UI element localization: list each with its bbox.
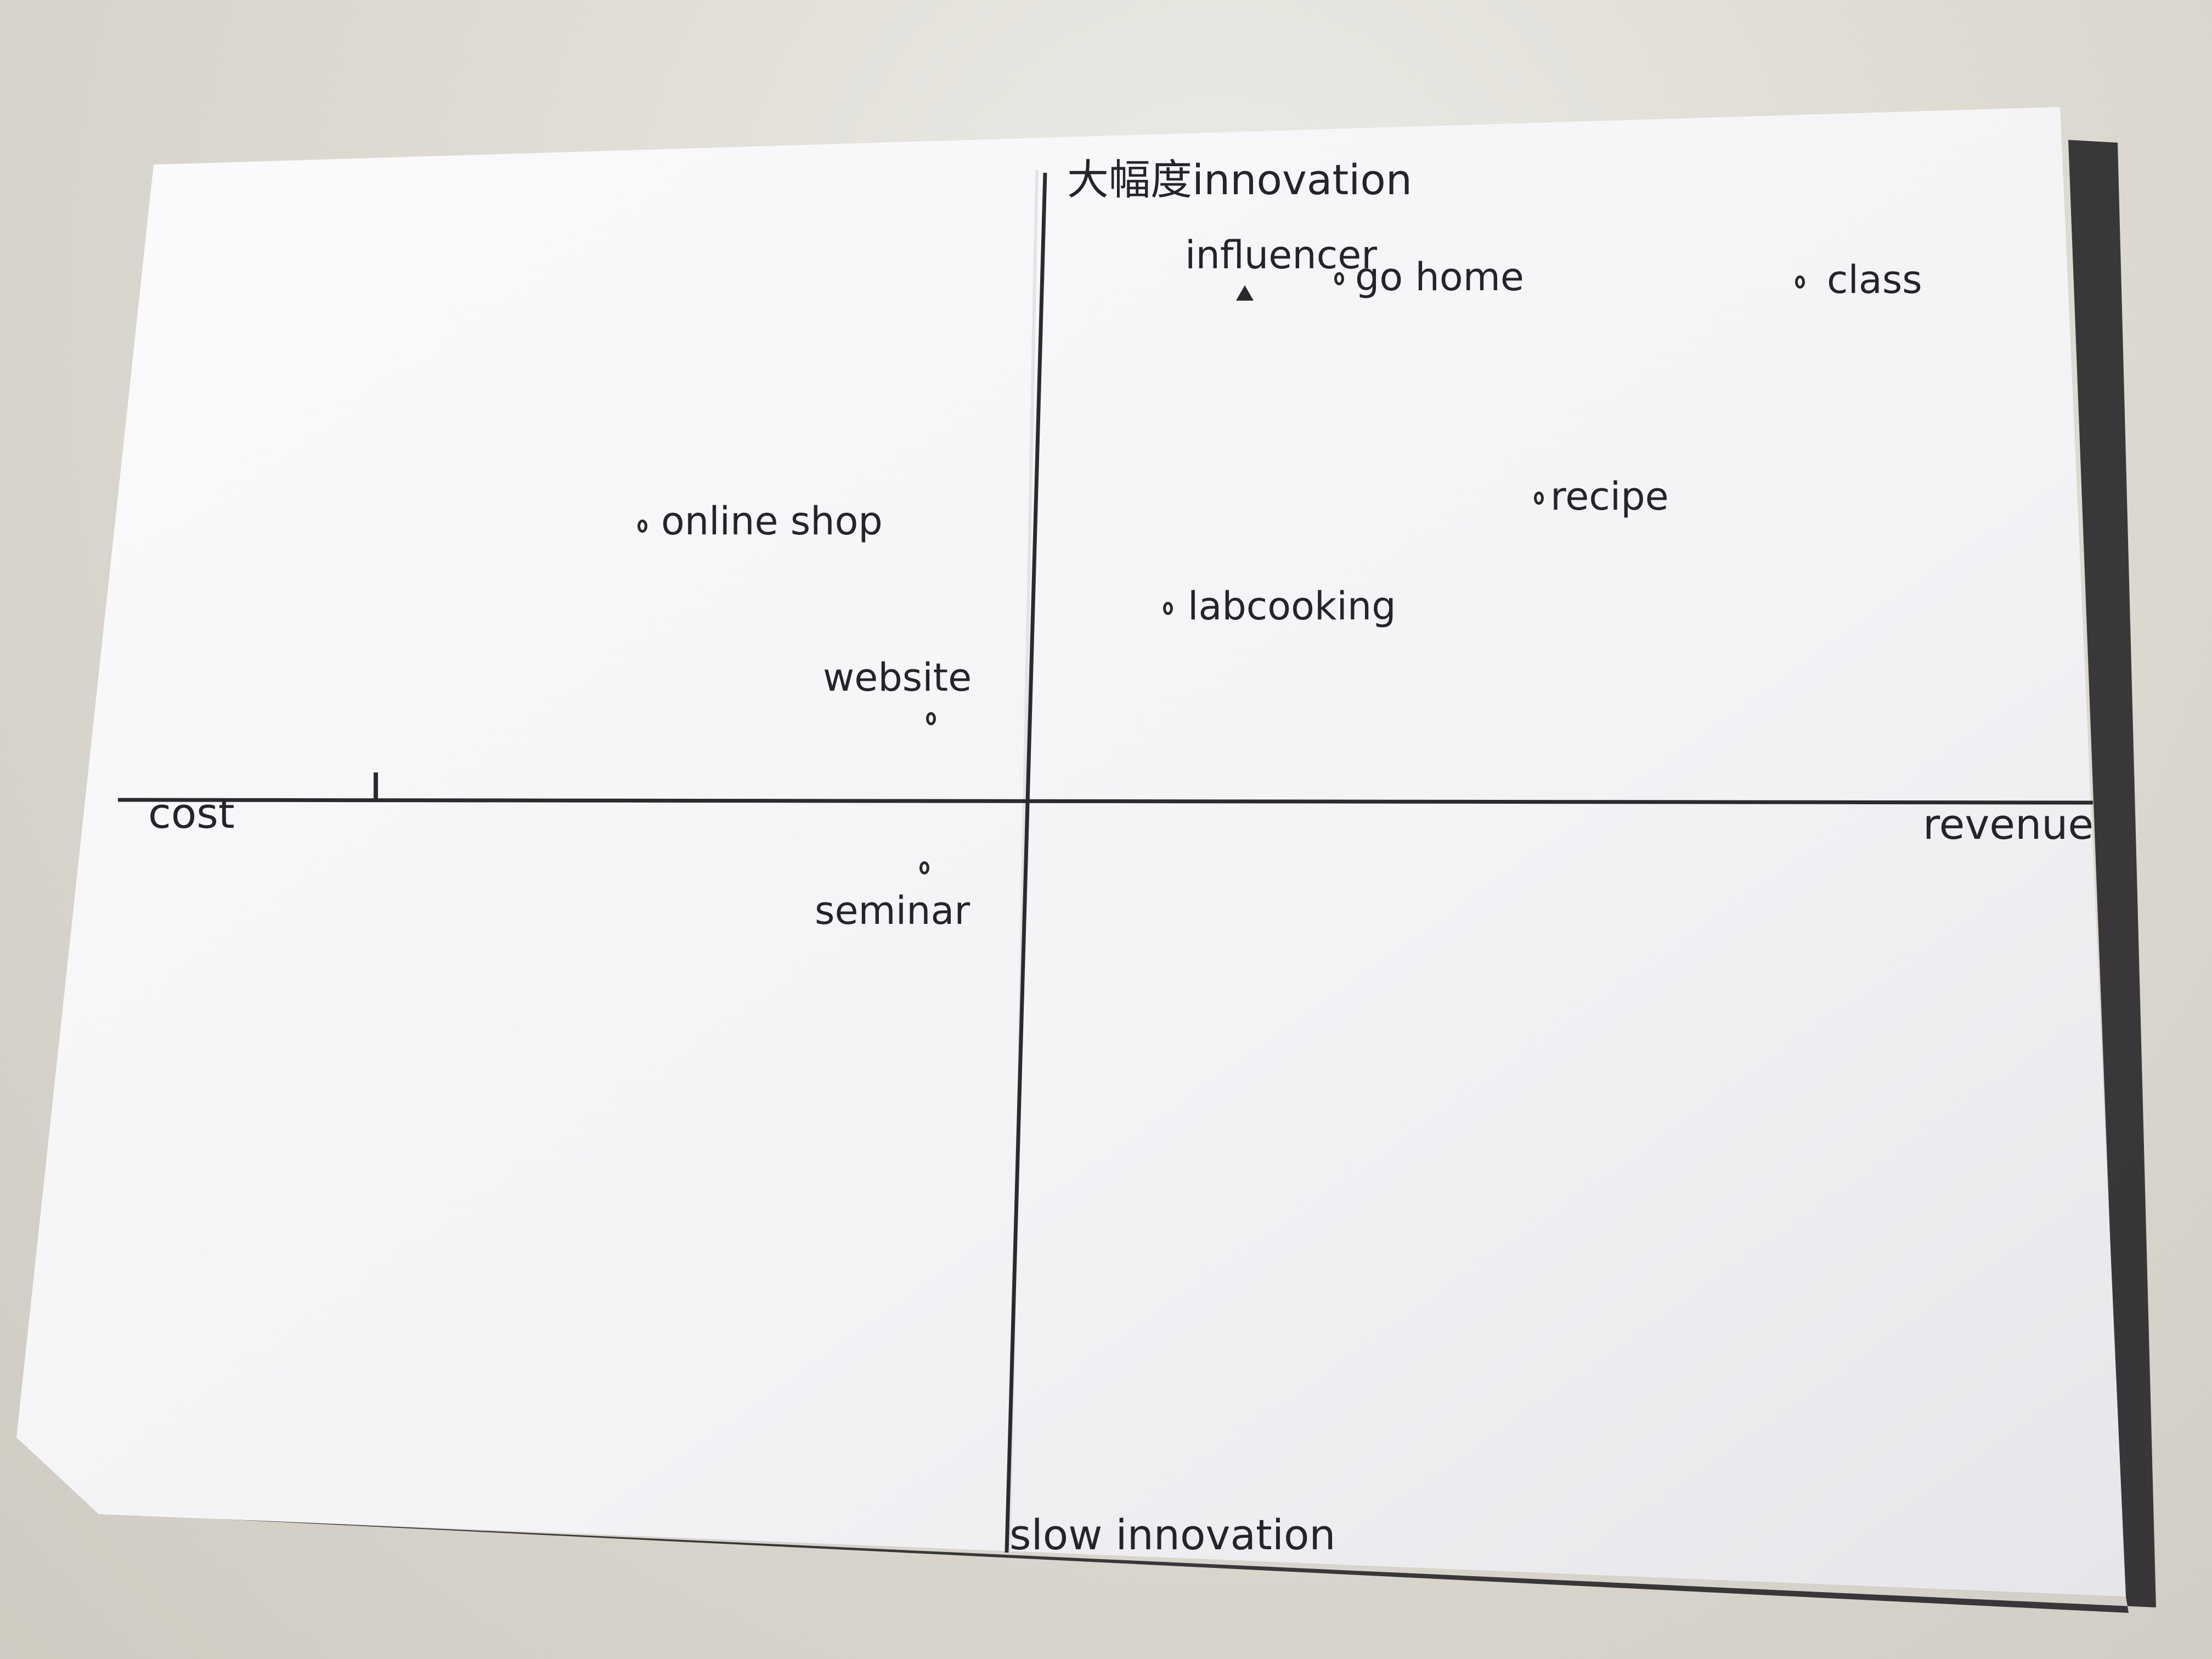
labcooking-marker (1163, 602, 1173, 615)
online-shop-marker (637, 520, 647, 533)
labcooking-label: labcooking (1188, 584, 1396, 629)
influencer-label: influencer (1185, 233, 1378, 278)
recipe-label: recipe (1550, 474, 1669, 519)
go-home-label: go home (1355, 255, 1524, 300)
website-marker (926, 712, 936, 725)
bottom-axis-label: slow innovation (1009, 1510, 1336, 1559)
class-marker (1795, 275, 1805, 289)
vertical-axis (1005, 172, 1047, 1553)
seminar-label: seminar (815, 888, 970, 933)
right-axis-label: revenue (1923, 800, 2094, 849)
class-label: class (1827, 257, 1922, 302)
website-label: website (823, 655, 972, 700)
recipe-marker (1534, 492, 1544, 505)
top-axis-label: 大幅度innovation (1067, 155, 1413, 204)
horizontal-axis (117, 798, 2094, 805)
left-axis-label: cost (148, 789, 235, 838)
influencer-marker (1236, 285, 1254, 301)
seminar-marker (919, 861, 929, 874)
paper-surface (16, 107, 2126, 1596)
go-home-marker (1334, 272, 1344, 285)
online-shop-label: online shop (661, 499, 883, 544)
